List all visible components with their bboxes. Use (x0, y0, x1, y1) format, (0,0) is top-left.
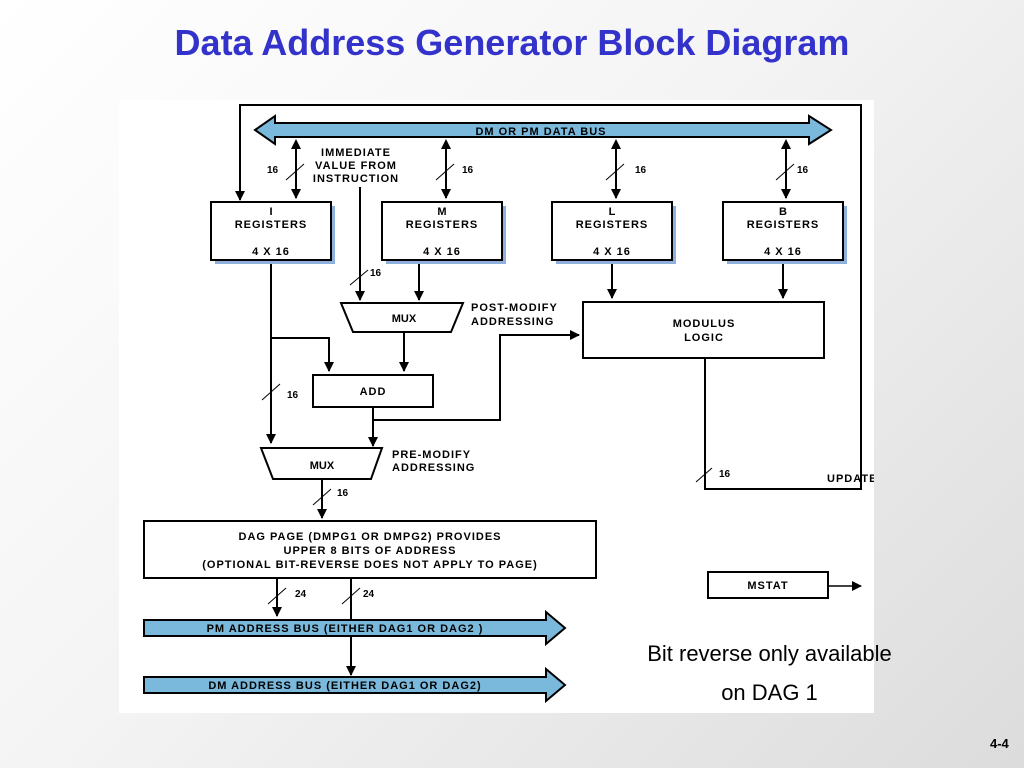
pre-modify-label: PRE-MODIFY ADDRESSING (392, 449, 475, 474)
lower-mux: MUX (259, 447, 384, 480)
svg-text:LOGIC: LOGIC (684, 332, 724, 344)
register-bus-links: 16 16 16 16 (267, 139, 809, 199)
svg-text:M: M (437, 206, 446, 218)
svg-text:DM ADDRESS BUS (EITHER DAG1 OR: DM ADDRESS BUS (EITHER DAG1 OR DAG2) (208, 680, 481, 692)
pm-address-bus: PM ADDRESS BUS (EITHER DAG1 OR DAG2 ) (143, 609, 567, 647)
svg-text:POST-MODIFY: POST-MODIFY (471, 302, 558, 314)
l-registers-box: L REGISTERS 4 X 16 (551, 201, 676, 264)
update-label: UPDATE (827, 473, 874, 485)
mstat-box: MSTAT (707, 571, 862, 599)
modulus-logic-box: MODULUS LOGIC (582, 301, 825, 359)
m-registers-box: M REGISTERS 4 X 16 (381, 201, 506, 264)
svg-text:REGISTERS: REGISTERS (406, 219, 479, 231)
svg-text:16: 16 (337, 488, 349, 499)
svg-text:REGISTERS: REGISTERS (235, 219, 308, 231)
svg-text:B: B (779, 206, 787, 218)
i-registers-box: I REGISTERS 4 X 16 (210, 201, 335, 264)
data-bus-label: DM OR PM DATA BUS (475, 126, 606, 138)
svg-text:I: I (269, 206, 272, 218)
svg-text:(OPTIONAL BIT-REVERSE DOES NO: (OPTIONAL BIT-REVERSE DOES NOT APPLY TO … (202, 559, 538, 571)
svg-text:MSTAT: MSTAT (747, 580, 788, 592)
svg-text:L: L (609, 206, 616, 218)
mux-to-dag-page-line: 16 (312, 479, 349, 519)
svg-text:16: 16 (287, 390, 299, 401)
i-to-add-and-mux-lines: 16 (261, 264, 334, 444)
svg-text:ADDRESSING: ADDRESSING (471, 316, 554, 328)
data-bus: DM OR PM DATA BUS (253, 114, 833, 146)
svg-text:UPPER 8 BITS OF ADDRESS: UPPER 8 BITS OF ADDRESS (284, 545, 457, 557)
svg-text:24: 24 (363, 589, 375, 600)
svg-text:4 X 16: 4 X 16 (423, 246, 461, 258)
l-bus-width: 16 (635, 165, 647, 176)
svg-text:PRE-MODIFY: PRE-MODIFY (392, 449, 471, 461)
b-registers-box: B REGISTERS 4 X 16 (722, 201, 847, 264)
svg-text:DAG PAGE (DMPG1 OR DMPG2) PROV: DAG PAGE (DMPG1 OR DMPG2) PROVIDES (239, 531, 502, 543)
svg-text:IMMEDIATE: IMMEDIATE (321, 147, 391, 159)
add-output-lines (368, 330, 580, 447)
svg-text:VALUE FROM: VALUE FROM (315, 160, 397, 172)
svg-text:ADD: ADD (360, 386, 387, 398)
page-number: 4-4 (990, 736, 1009, 751)
dag-block-diagram: DM OR PM DATA BUS 16 UPDATE 16 16 16 16 … (119, 100, 876, 713)
upper-mux: MUX (339, 302, 465, 333)
svg-text:16: 16 (370, 268, 382, 279)
bit-reverse-caption-line2: on DAG 1 (721, 680, 818, 705)
svg-text:PM ADDRESS BUS (EITHER DAG1 OR: PM ADDRESS BUS (EITHER DAG1 OR DAG2 ) (207, 623, 484, 635)
b-bus-width: 16 (797, 165, 809, 176)
svg-text:REGISTERS: REGISTERS (747, 219, 820, 231)
update-width-label: 16 (719, 469, 731, 480)
dm-address-bus: DM ADDRESS BUS (EITHER DAG1 OR DAG2) (143, 666, 567, 704)
svg-text:24: 24 (295, 589, 307, 600)
svg-text:4 X 16: 4 X 16 (252, 246, 290, 258)
dag-page-box: DAG PAGE (DMPG1 OR DMPG2) PROVIDES UPPER… (143, 520, 597, 579)
update-loop-line: 16 UPDATE (235, 104, 876, 490)
svg-text:4 X 16: 4 X 16 (764, 246, 802, 258)
immediate-to-mux-line: 16 (349, 187, 382, 301)
add-box: ADD (312, 374, 434, 408)
bit-reverse-caption-line1: Bit reverse only available (647, 641, 892, 666)
svg-text:ADDRESSING: ADDRESSING (392, 462, 475, 474)
immediate-value-label: IMMEDIATE VALUE FROM INSTRUCTION (313, 147, 399, 185)
svg-text:MUX: MUX (392, 313, 417, 325)
svg-text:MUX: MUX (310, 460, 335, 472)
post-modify-label: POST-MODIFY ADDRESSING (471, 302, 558, 328)
svg-text:MODULUS: MODULUS (673, 318, 736, 330)
m-bus-width: 16 (462, 165, 474, 176)
i-bus-width: 16 (267, 165, 279, 176)
svg-text:4 X 16: 4 X 16 (593, 246, 631, 258)
svg-text:REGISTERS: REGISTERS (576, 219, 649, 231)
svg-text:INSTRUCTION: INSTRUCTION (313, 173, 399, 185)
slide-title: Data Address Generator Block Diagram (174, 22, 850, 63)
